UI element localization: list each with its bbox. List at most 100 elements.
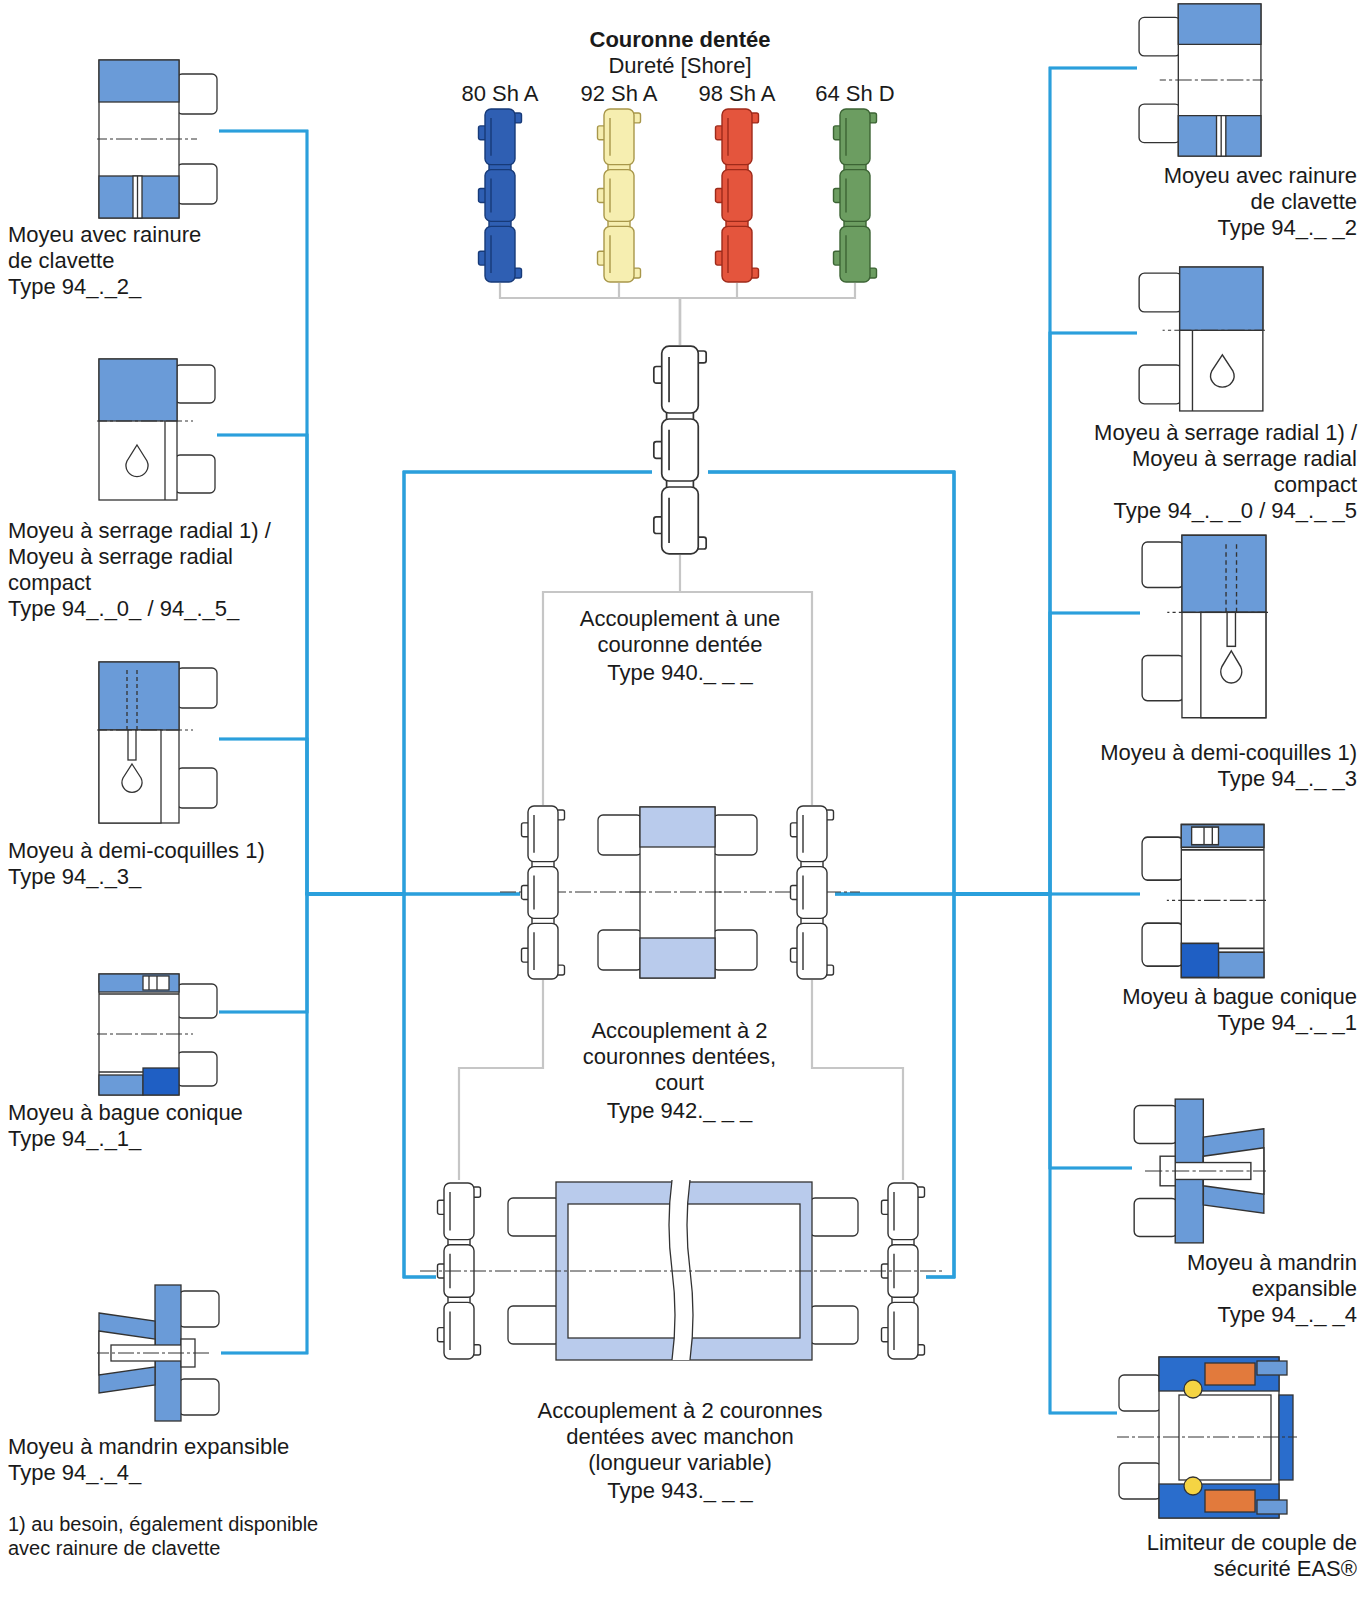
connector [543,555,812,805]
connector [459,980,903,1180]
caption-text: Moyeu à bague conique [1072,984,1357,1010]
type-code: Type 940._ _ _ [560,660,800,686]
ring-yellow [598,109,641,282]
connector [219,894,520,1012]
connector [219,131,652,894]
hardness-label: 92 Sh A [559,81,679,107]
illustration-part [598,815,642,855]
torque-limiter [1113,1357,1301,1518]
illustration-part [630,892,725,893]
connector [219,131,520,894]
hub-variant: Moyeu avec rainure de clavetteType 94_._… [1137,2,1263,158]
illustration-part [713,815,757,855]
type-code: Type 94_._ _0 / 94_._ _5 [1072,498,1357,524]
torque-limiter: Limiteur de couple de sécurité EAS® [1117,1355,1297,1520]
coupling-942 [500,806,860,979]
hub-variant: Moyeu à bague coniqueType 94_._1_ [97,972,219,1097]
hub-variant: Moyeu avec rainure de clavetteType 94_._… [97,58,219,220]
mandrel-hub [1134,1099,1270,1243]
footnote: 1) au besoin, également disponible avec … [8,1512,343,1560]
clamp-hub [91,359,215,500]
connector [680,283,737,345]
hub-variant: Moyeu à mandrin expansibleType 94_._ _4 [1132,1097,1266,1245]
caption-text: Moyeu à demi-coquilles 1) [1072,740,1357,766]
type-code: Type 94_._ _1 [1072,1010,1357,1036]
ring-green [834,109,877,282]
connector [221,894,520,1353]
connector [219,472,652,1012]
connector [926,68,1137,1277]
coupling-assembly: Accouplement à une couronne dentéeType 9… [652,345,708,555]
caption-text: Moyeu avec rainure de clavette [1152,163,1357,215]
taper-hub [1142,825,1272,978]
connector [217,435,520,894]
caption-text: Moyeu à demi-coquilles 1) [8,838,293,864]
connector [926,894,1132,1277]
type-code: Type 94_._ _3 [1072,766,1357,792]
ring-red [716,109,759,282]
illustration-part [598,930,642,970]
connector [708,472,1140,894]
illustration-part [791,806,834,979]
illustration-part [640,807,715,847]
type-code: Type 94_._4_ [8,1460,338,1486]
caption-text: Moyeu à mandrin expansible [1152,1250,1357,1302]
connector [217,435,652,894]
caption-text: Accouplement à 2 couronnes dentées, cour… [572,1018,787,1096]
hardness-rings [479,109,877,282]
type-code: Type 94_._ _2 [1152,215,1357,241]
connector [926,333,1137,1277]
hub-variant: Moyeu à demi-coquilles 1)Type 94_._ _3 [1140,533,1268,720]
type-code: Type 94_._ _4 [1152,1302,1357,1328]
illustration-part [810,1198,858,1236]
hardness-label: 80 Sh A [440,81,560,107]
taper-hub [91,974,217,1095]
type-code: Type 943._ _ _ [530,1478,830,1504]
type-code: Type 94_._1_ [8,1126,293,1152]
caption-text: Moyeu à mandrin expansible [8,1434,338,1460]
caption-text: Accouplement à 2 couronnes dentées avec … [530,1398,830,1476]
illustration-part [508,1198,560,1236]
type-code: Type 94_._2_ [8,274,213,300]
connector [708,68,1137,894]
coupling-assembly: Accouplement à 2 couronnes dentées, cour… [520,805,835,980]
hub-variant: Moyeu à demi-coquilles 1)Type 94_._3_ [97,660,219,825]
type-code: Type 94_._0_ / 94_._5_ [8,596,293,622]
hardness-label: 98 Sh A [677,81,797,107]
hardness-ring: 80 Sh A [477,108,523,283]
caption-text: Moyeu avec rainure de clavette [8,222,213,274]
connector [926,613,1140,1277]
illustration-part [810,1306,858,1344]
ring-blue [479,109,522,282]
illustration-part [522,806,565,979]
coupling-943 [420,1180,945,1360]
connector [835,68,1137,894]
illustration-part [640,938,715,978]
coupling-assembly: Accouplement à 2 couronnes dentées avec … [436,1180,926,1362]
illustration-part [420,1271,945,1272]
hub-variant: Moyeu à serrage radial 1) / Moyeu à serr… [1137,265,1265,413]
illustration-part [669,1180,693,1360]
illustration-part [508,1306,560,1344]
half-shell-hub [1142,535,1274,717]
illustration-part [669,1180,693,1360]
connector [219,739,520,894]
type-code: Type 94_._3_ [8,864,293,890]
caption-text: Moyeu à serrage radial 1) / Moyeu à serr… [1072,420,1357,498]
half-shell-hub [91,662,217,823]
caption-text: Moyeu à bague conique [8,1100,293,1126]
caption-text: Moyeu à serrage radial 1) / Moyeu à serr… [8,518,293,596]
connector [835,894,1117,1413]
connector [500,283,680,345]
hub-variant: Moyeu à mandrin expansibleType 94_._4_ [97,1283,221,1423]
illustration-part [598,807,757,978]
keyway-hub [91,60,217,218]
hub-variant: Moyeu à serrage radial 1) / Moyeu à serr… [97,357,217,502]
group-subheading: Dureté [Shore] [530,53,830,79]
hardness-ring: 98 Sh A [714,108,760,283]
ring-single [654,346,706,554]
connector [680,283,855,345]
connector [219,472,652,894]
connector [221,894,436,1353]
